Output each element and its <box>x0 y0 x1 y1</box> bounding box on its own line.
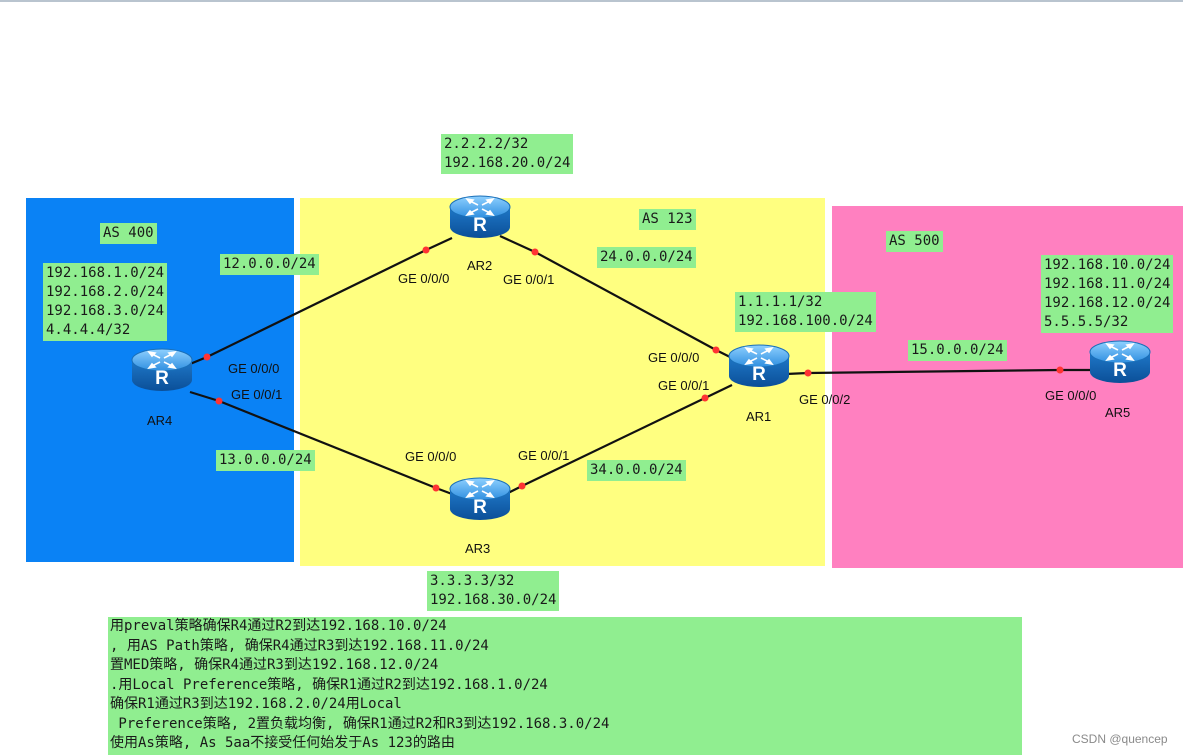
port-dot-ar3-g1 <box>518 482 526 490</box>
as400-label: AS 400 <box>100 223 157 244</box>
link-ar4-ar2 <box>206 249 427 358</box>
router-ar4-icon[interactable] <box>130 346 194 392</box>
ar5-address-line: 192.168.12.0/24 <box>1044 295 1171 311</box>
requirements-notes: 用preval策略确保R4通过R2到达192.168.10.0/24 , 用AS… <box>108 617 1022 755</box>
port-dot-ar4-g1 <box>215 397 223 405</box>
ar3-address-block: 3.3.3.3/32 192.168.30.0/24 <box>427 571 560 611</box>
interface-label-ar5-g0: GE 0/0/0 <box>1045 388 1097 403</box>
port-dot-ar3-g0 <box>432 484 440 492</box>
requirement-line: 确保R1通过R3到达192.168.2.0/24用Local <box>110 696 402 712</box>
requirement-line: 置MED策略, 确保R4通过R3到达192.168.12.0/24 <box>110 657 439 673</box>
ar4-address-line: 192.168.3.0/24 <box>46 303 165 319</box>
link-label-ar2-ar1: 24.0.0.0/24 <box>597 247 696 268</box>
router-ar3-name: AR3 <box>465 541 491 556</box>
router-ar1-icon[interactable] <box>727 342 791 388</box>
router-ar5-name: AR5 <box>1105 405 1131 420</box>
ar5-address-block: 192.168.10.0/24 192.168.11.0/24 192.168.12… <box>1041 255 1174 333</box>
ar5-address-line: 192.168.10.0/24 <box>1044 257 1171 273</box>
router-ar3-icon[interactable] <box>448 475 512 521</box>
ar3-address-line: 192.168.30.0/24 <box>430 592 557 608</box>
port-dot-ar2-g1 <box>531 248 539 256</box>
link-ar1-ar5 <box>807 368 1061 375</box>
interface-label-ar1-g2: GE 0/0/2 <box>799 392 851 407</box>
interface-label-ar1-g0: GE 0/0/0 <box>648 350 700 365</box>
interface-label-ar2-g0: GE 0/0/0 <box>398 271 450 286</box>
port-dot-ar5-g0 <box>1056 366 1064 374</box>
router-ar1-name: AR1 <box>746 409 772 424</box>
ar1-address-line: 192.168.100.0/24 <box>738 313 873 329</box>
link-label-ar4-ar3: 13.0.0.0/24 <box>216 450 315 471</box>
interface-label-ar1-g1: GE 0/0/1 <box>658 378 710 393</box>
link-ar2-ar1 <box>534 251 717 351</box>
router-ar2-name: AR2 <box>467 258 493 273</box>
ar2-address-block: 2.2.2.2/32 192.168.20.0/24 <box>441 134 574 174</box>
interface-label-ar3-g0: GE 0/0/0 <box>405 449 457 464</box>
interface-label-ar4-g1: GE 0/0/1 <box>231 387 283 402</box>
router-ar4-name: AR4 <box>147 413 173 428</box>
window-top-border <box>0 0 1183 2</box>
interface-label-ar4-g0: GE 0/0/0 <box>228 361 280 376</box>
requirement-line: 使用As策略, As 5aa不接受任何始发于As 123的路由 <box>110 735 455 751</box>
requirement-line: 用preval策略确保R4通过R2到达192.168.10.0/24 <box>110 618 447 634</box>
router-ar5-icon[interactable] <box>1088 338 1152 384</box>
ar2-address-line: 2.2.2.2/32 <box>444 136 529 152</box>
ar4-address-line: 192.168.2.0/24 <box>46 284 165 300</box>
requirement-line: .用Local Preference策略, 确保R1通过R2到达192.168.… <box>110 676 548 693</box>
ar1-address-block: 1.1.1.1/32 192.168.100.0/24 <box>735 292 876 332</box>
ar1-address-line: 1.1.1.1/32 <box>738 294 823 310</box>
port-dot-ar1-g2 <box>804 369 812 377</box>
watermark: CSDN @quencep <box>1072 732 1168 746</box>
ar4-address-block: 192.168.1.0/24 192.168.2.0/24 192.168.3.0/… <box>43 263 168 341</box>
interface-label-ar2-g1: GE 0/0/1 <box>503 272 555 287</box>
port-dot-ar4-g0 <box>203 353 211 361</box>
router-ar2-icon[interactable] <box>448 193 512 239</box>
ar3-address-line: 3.3.3.3/32 <box>430 573 515 589</box>
as500-label: AS 500 <box>886 231 943 252</box>
ar4-address-line: 4.4.4.4/32 <box>46 322 131 338</box>
port-dot-ar1-g1 <box>701 394 709 402</box>
port-dot-ar2-g0 <box>422 246 430 254</box>
ar5-address-line: 192.168.11.0/24 <box>1044 276 1171 292</box>
requirement-line: Preference策略, 2置负载均衡, 确保R1通过R2和R3到达192.1… <box>110 715 610 732</box>
port-dot-ar1-g0 <box>712 346 720 354</box>
ar2-address-line: 192.168.20.0/24 <box>444 155 571 171</box>
link-label-ar4-ar2: 12.0.0.0/24 <box>220 254 319 275</box>
ar4-address-line: 192.168.1.0/24 <box>46 265 165 281</box>
link-label-ar1-ar5: 15.0.0.0/24 <box>908 340 1007 361</box>
link-ar3-ar1 <box>521 397 706 487</box>
ar5-address-line: 5.5.5.5/32 <box>1044 314 1129 330</box>
requirement-line: , 用AS Path策略, 确保R4通过R3到达192.168.11.0/24 <box>110 637 489 654</box>
interface-label-ar3-g1: GE 0/0/1 <box>518 448 570 463</box>
as123-label: AS 123 <box>639 209 696 230</box>
link-ar4-ar3 <box>218 399 437 490</box>
link-label-ar3-ar1: 34.0.0.0/24 <box>587 460 686 481</box>
